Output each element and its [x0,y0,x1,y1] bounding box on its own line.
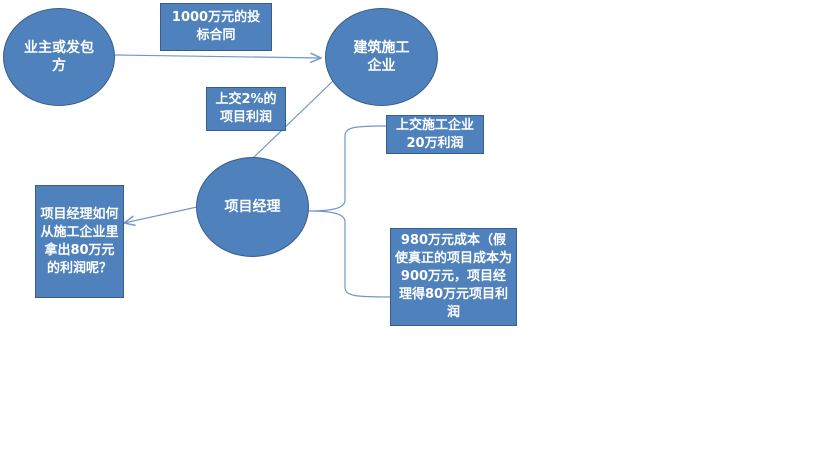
arrow-owner-to-company [114,55,321,58]
node-company: 建筑施工企业 [325,8,438,106]
label-cost: 980万元成本（假使真正的项目成本为900万元，项目经理得80万元项目利润 [390,228,517,326]
node-manager: 项目经理 [196,157,309,257]
line-company-to-manager [252,80,334,159]
label-fee-text: 上交2%的项目利润 [215,92,277,125]
node-company-label: 建筑施工企业 [353,40,410,74]
label-fee: 上交2%的项目利润 [206,87,286,131]
label-pay-company: 上交施工企业20万利润 [386,115,484,154]
label-cost-text: 980万元成本（假使真正的项目成本为900万元，项目经理得80万元项目利润 [394,233,512,320]
label-pay-company-text: 上交施工企业20万利润 [395,117,474,151]
node-manager-label: 项目经理 [224,199,281,215]
brace-split [307,125,391,298]
label-question: 项目经理如何从施工企业里拿出80万元的利润呢？ [35,185,124,298]
arrow-manager-to-question [124,206,198,223]
node-owner-label: 业主或发包方 [24,40,94,74]
label-contract-text: 1000万元的投标合同 [171,10,261,43]
label-contract: 1000万元的投标合同 [160,3,272,51]
label-question-text: 项目经理如何从施工企业里拿出80万元的利润呢？ [40,206,119,276]
node-owner: 业主或发包方 [3,8,115,106]
